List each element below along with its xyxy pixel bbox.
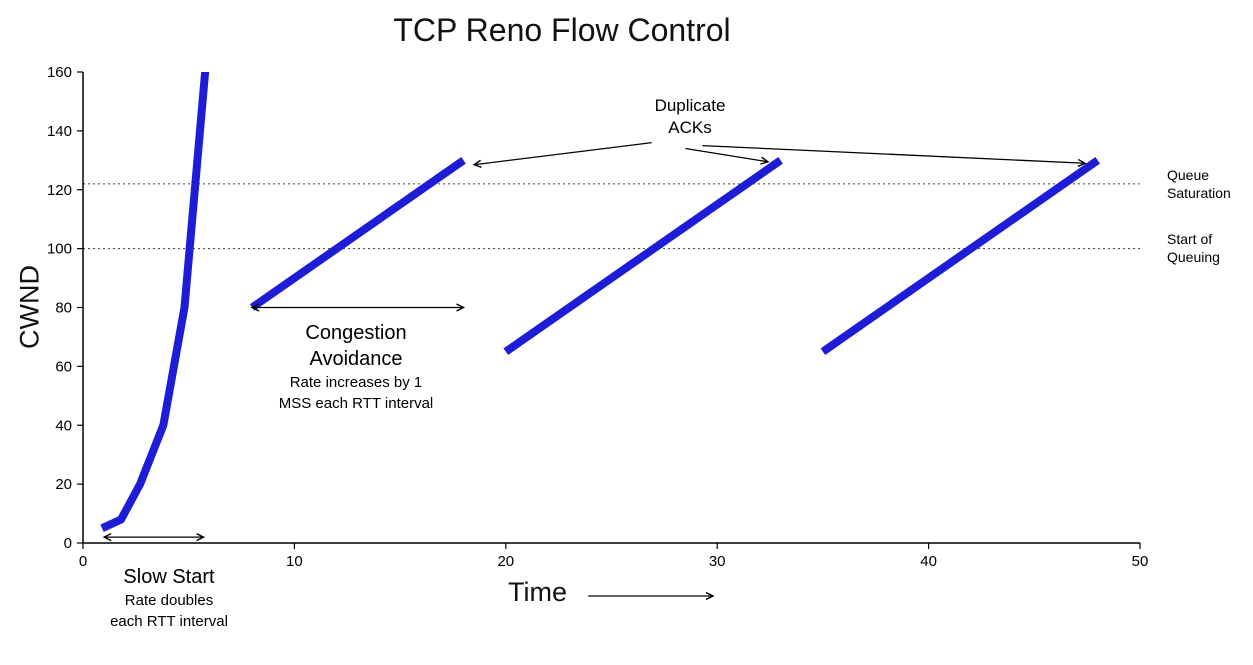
y-tick-label: 40	[55, 417, 72, 434]
arrow-duplicate-acks-to-peak-1	[472, 142, 652, 168]
arrow-duplicate-acks-to-peak-2	[685, 147, 770, 165]
annotation-sub-line: MSS each RTT interval	[278, 395, 434, 412]
reference-label-line: Queue	[1167, 167, 1210, 183]
annotation-title-line: Slow Start	[123, 566, 215, 588]
slow-start-annotation: Slow Start Rate doubles each RTT interva…	[110, 564, 228, 632]
y-tick-label: 140	[47, 123, 72, 140]
y-tick-label: 80	[55, 300, 72, 317]
chart-title: TCP Reno Flow Control	[393, 12, 731, 48]
series-congestion-avoidance-2	[503, 157, 783, 355]
annotation-line: Duplicate	[654, 96, 726, 115]
x-tick-label: 10	[286, 553, 303, 570]
y-axis-label: CWND	[14, 265, 45, 349]
reference-label-line: Start of	[1167, 231, 1213, 247]
start-of-queuing-label: Start of Queuing	[1167, 230, 1220, 266]
annotation-sub-line: Rate doubles	[124, 592, 214, 609]
y-tick-label: 20	[55, 476, 72, 493]
x-tick-label: 50	[1132, 553, 1149, 570]
x-axis-label: Time	[508, 577, 567, 607]
y-tick-label: 100	[47, 241, 72, 258]
x-tick-label: 30	[709, 553, 726, 570]
y-tick-label: 160	[47, 64, 72, 81]
y-tick-label: 120	[47, 182, 72, 199]
series-congestion-avoidance-1	[249, 157, 466, 311]
y-tick-label: 0	[64, 535, 72, 552]
congestion-avoidance-annotation: Congestion Avoidance Rate increases by 1…	[279, 320, 434, 414]
x-tick-label: 20	[497, 553, 514, 570]
annotation-line: ACKs	[668, 118, 712, 137]
series-group	[100, 72, 1101, 532]
reference-label-line: Saturation	[1167, 185, 1231, 201]
series-slow-start	[100, 72, 210, 532]
reference-label-line: Queuing	[1167, 249, 1220, 265]
series-congestion-avoidance-3	[820, 157, 1101, 355]
annotation-sub-line: Rate increases by 1	[289, 374, 423, 391]
annotation-sub-line: each RTT interval	[110, 613, 228, 630]
x-tick-label: 0	[79, 553, 87, 570]
annotation-title-line: Congestion	[305, 322, 407, 344]
queue-saturation-label: Queue Saturation	[1167, 166, 1231, 202]
arrow-duplicate-acks-to-peak-3	[702, 144, 1087, 168]
x-tick-label: 40	[920, 553, 937, 570]
annotation-title-line: Avoidance	[309, 348, 403, 370]
y-tick-label: 60	[55, 358, 72, 375]
duplicate-acks-annotation: Duplicate ACKs	[655, 95, 726, 139]
